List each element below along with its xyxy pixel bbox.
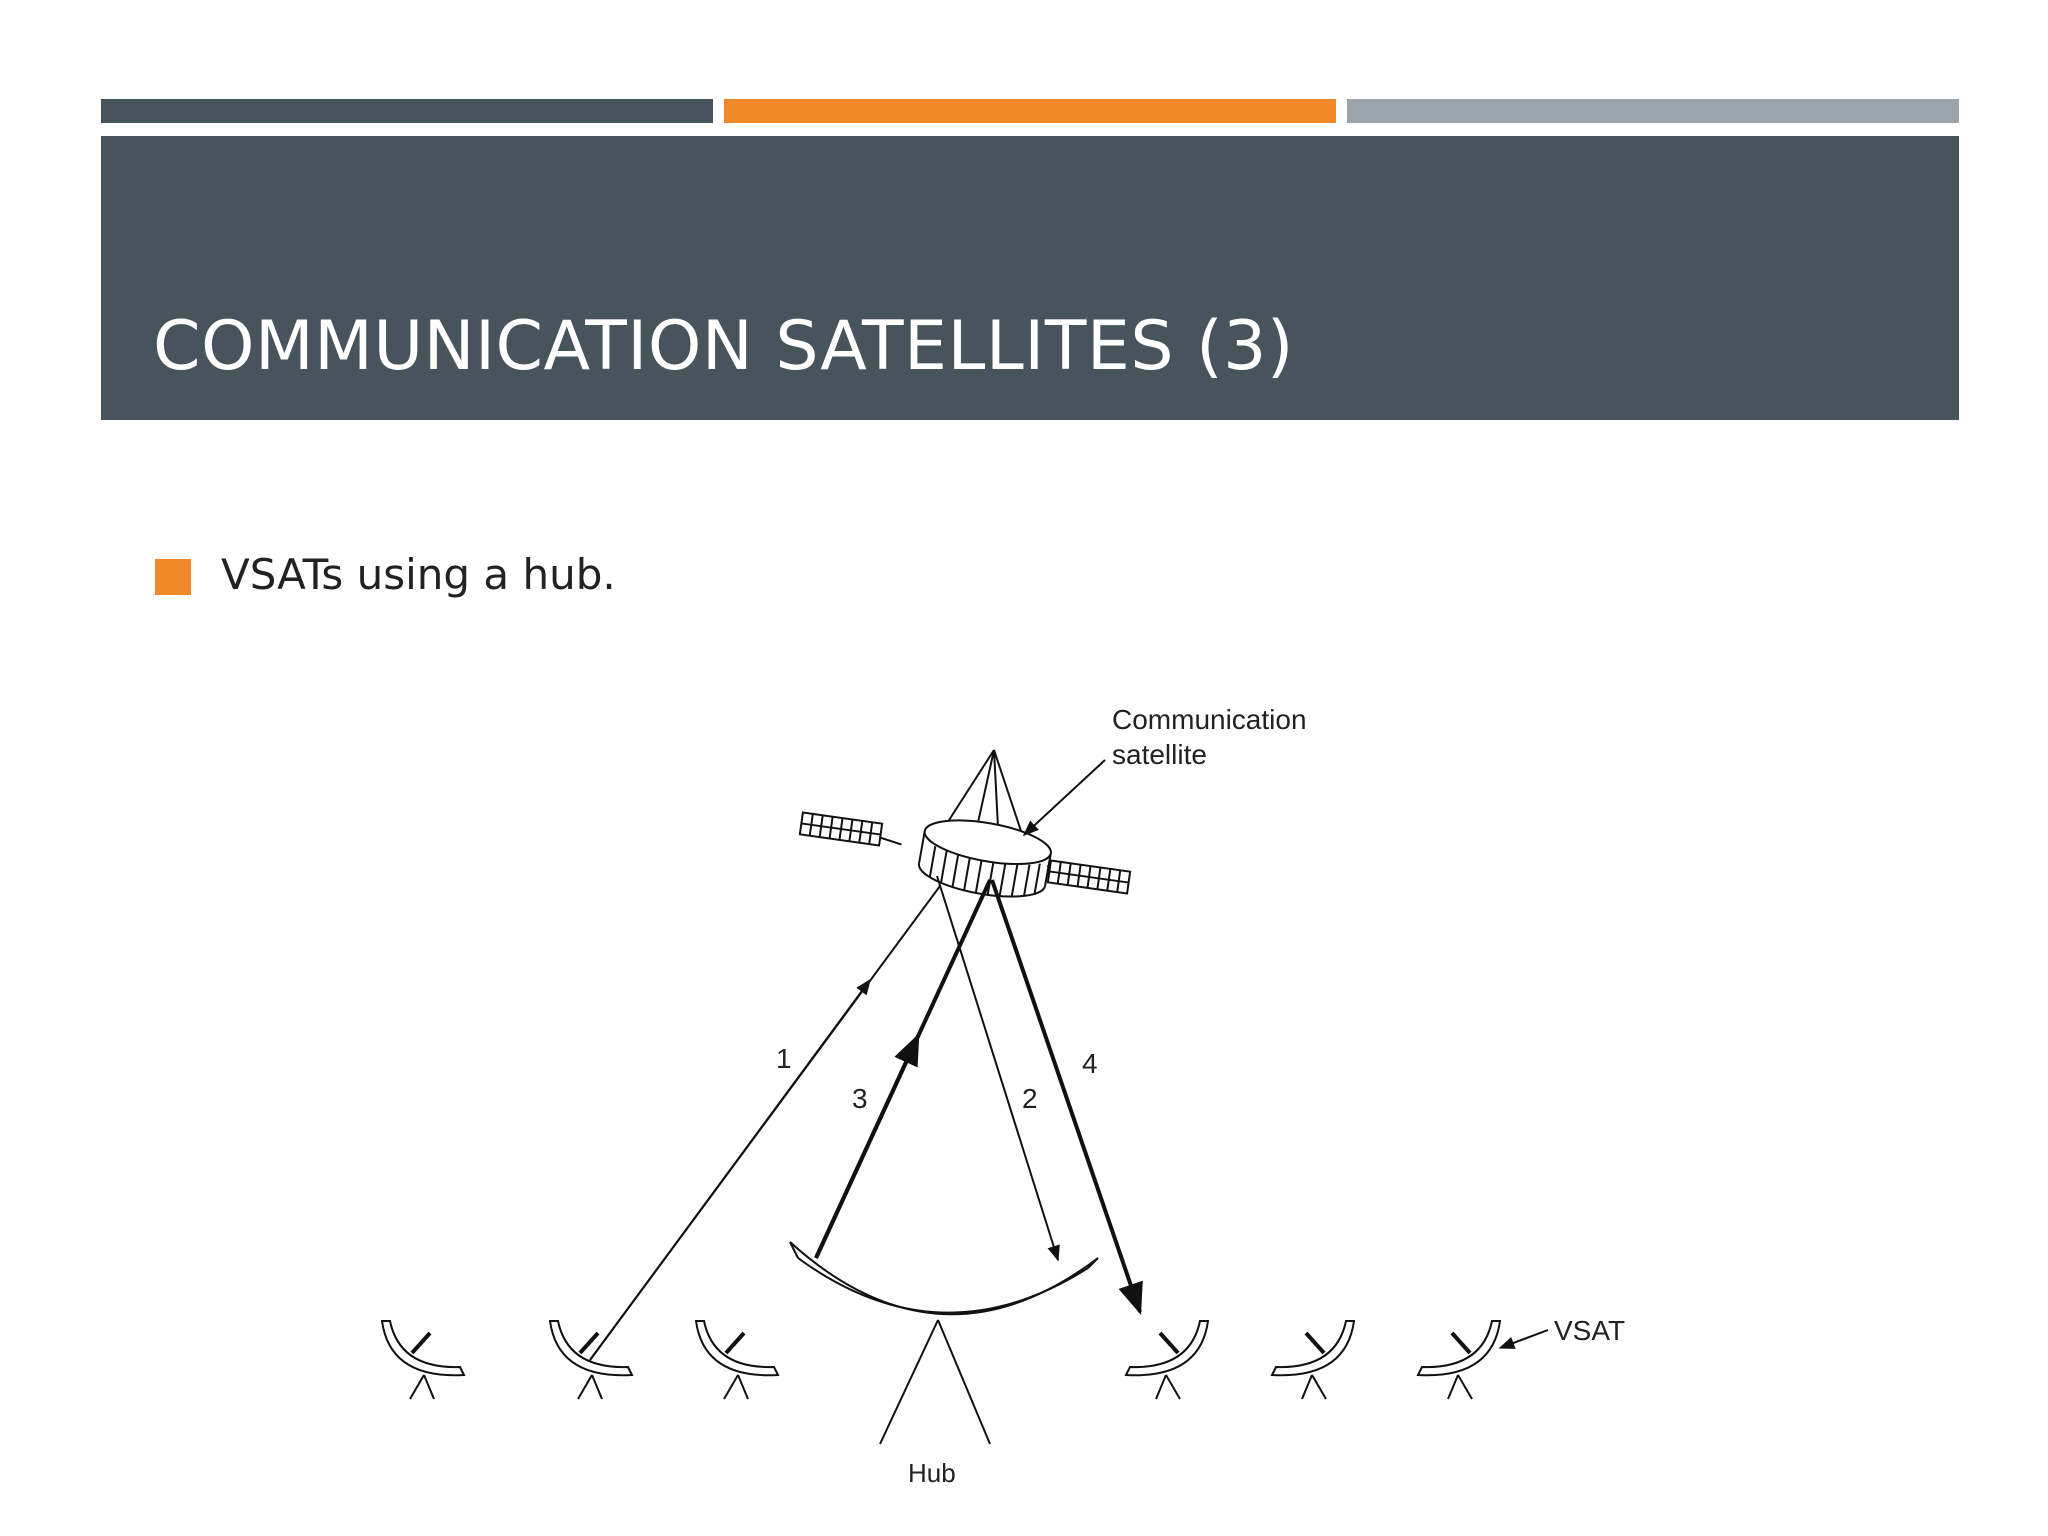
vsat-dish-icon (1270, 1320, 1356, 1400)
bullet-text: VSATs using a hub. (221, 550, 616, 599)
satellite-pointer-arrow (1022, 759, 1106, 837)
hub-label: Hub (908, 1458, 956, 1488)
bullet-square-icon (155, 559, 191, 595)
path-4-line (990, 879, 1143, 1316)
header-bar-dark (101, 99, 713, 123)
header-bar-accent (724, 99, 1336, 123)
hub-dish-icon (789, 1241, 1099, 1445)
slide-title: COMMUNICATION SATELLITES (3) (153, 307, 1294, 386)
vsat-dishes (380, 1320, 1502, 1400)
title-band: COMMUNICATION SATELLITES (3) (101, 136, 1959, 420)
path-label-4: 4 (1082, 1048, 1098, 1079)
vsat-dish-icon (1124, 1320, 1210, 1400)
vsat-dish-icon (694, 1320, 780, 1400)
path-label-2: 3 (852, 1083, 868, 1114)
vsat-label: VSAT (1554, 1315, 1625, 1346)
satellite-icon (798, 749, 1132, 898)
vsat-dish-icon (380, 1320, 466, 1400)
vsat-dish-icon (548, 1320, 634, 1400)
header-bar-gray (1347, 99, 1959, 123)
signal-paths (589, 875, 1143, 1361)
path-3-arrow (814, 1033, 920, 1259)
path-label-3: 2 (1022, 1083, 1038, 1114)
vsat-pointer-arrow (1498, 1329, 1549, 1349)
satellite-label-line2: satellite (1112, 739, 1207, 770)
path-1-arrow (589, 978, 871, 1361)
path-label-1: 1 (776, 1043, 792, 1074)
vsat-dish-icon (1416, 1320, 1502, 1400)
path-2-line (936, 875, 1060, 1262)
satellite-label-line1: Communication (1112, 704, 1307, 735)
